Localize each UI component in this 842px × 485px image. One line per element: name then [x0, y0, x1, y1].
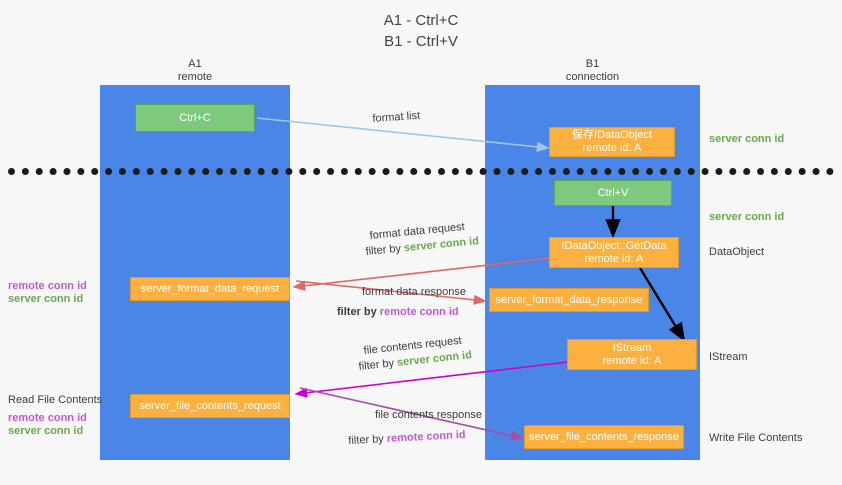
arrow-file-contents-response: [299, 387, 524, 441]
node-server-format-data-response-label: server_format_data_response: [495, 293, 643, 306]
left-annotation-remote-conn-id-1: remote conn id: [8, 280, 87, 292]
node-idataobject-getdata[interactable]: IDataObject::GetData remote id: A: [549, 237, 679, 268]
node-server-format-data-response[interactable]: server_format_data_response: [489, 288, 649, 312]
node-save-idataobject-sub: remote id: A: [582, 142, 642, 154]
node-idataobject-getdata-sub: remote id: A: [584, 252, 644, 265]
page-title: A1 - Ctrl+C B1 - Ctrl+V: [0, 10, 842, 52]
annotation-server-conn-id-top: server conn id: [709, 133, 785, 145]
node-server-format-data-request-label: server_format_data_request: [140, 282, 280, 295]
remote-conn-id-1: remote conn id: [379, 306, 459, 318]
left-annotation-server-conn-id-1: server conn id: [8, 293, 84, 305]
node-istream[interactable]: IStream remote id: A: [567, 339, 697, 370]
arrow-format-data-response: [295, 280, 487, 305]
lane-header-a1: A1 remote: [100, 58, 290, 84]
arrow-format-data-request: [292, 257, 551, 291]
node-ctrl-c-label: Ctrl+C: [179, 111, 211, 124]
edge-label-format-data-response: format data response: [362, 286, 466, 298]
filter-by-text-4: filter by: [348, 432, 388, 447]
annotation-write-file-contents: Write File Contents: [709, 432, 803, 444]
node-ctrl-v-label: Ctrl+V: [597, 186, 629, 199]
lane-b1-name: B1: [585, 58, 600, 70]
node-idataobject-getdata-label: IDataObject::GetData: [561, 239, 667, 252]
node-save-idataobject[interactable]: 保存IDataObject remote id: A: [549, 127, 675, 157]
lane-b1-role: connection: [565, 71, 620, 83]
left-annotation-read-file-contents: Read File Contents: [8, 394, 103, 406]
edge-filter-format-data-response: filter by remote conn id: [337, 305, 459, 319]
annotation-dataobject: DataObject: [709, 246, 765, 258]
filter-by-text-2: filter by: [337, 306, 380, 318]
edge-label-file-contents-response: file contents response: [375, 409, 483, 421]
time-divider: [8, 168, 834, 175]
arrow-format-list: [256, 117, 550, 152]
left-annotation-remote-conn-id-2: remote conn id: [8, 412, 87, 424]
node-server-file-contents-request-label: server_file_contents_request: [139, 399, 281, 412]
lane-a1-name: A1: [188, 58, 202, 70]
node-save-idataobject-label: 保存IDataObject: [571, 129, 653, 141]
lane-a1-role: remote: [177, 71, 213, 83]
node-server-file-contents-response[interactable]: server_file_contents_response: [524, 425, 684, 449]
left-annotation-server-conn-id-2: server conn id: [8, 425, 84, 437]
filter-by-text-3: filter by: [358, 356, 398, 373]
node-istream-label: IStream: [612, 341, 652, 354]
arrow-getdata-to-istream: [638, 267, 686, 343]
node-server-file-contents-response-label: server_file_contents_response: [529, 430, 679, 443]
arrow-file-contents-request: [294, 361, 569, 398]
lane-header-b1: B1 connection: [485, 58, 700, 84]
title-line-1: A1 - Ctrl+C: [383, 12, 459, 29]
node-server-format-data-request[interactable]: server_format_data_request: [130, 277, 290, 301]
node-ctrl-c[interactable]: Ctrl+C: [135, 104, 255, 132]
node-ctrl-v[interactable]: Ctrl+V: [554, 180, 672, 206]
annotation-istream: IStream: [709, 351, 748, 363]
annotation-server-conn-id-mid: server conn id: [709, 211, 785, 223]
title-line-2: B1 - Ctrl+V: [384, 33, 458, 50]
node-istream-sub: remote id: A: [602, 354, 662, 367]
filter-by-text-1: filter by: [365, 242, 405, 258]
node-server-file-contents-request[interactable]: server_file_contents_request: [130, 394, 290, 418]
